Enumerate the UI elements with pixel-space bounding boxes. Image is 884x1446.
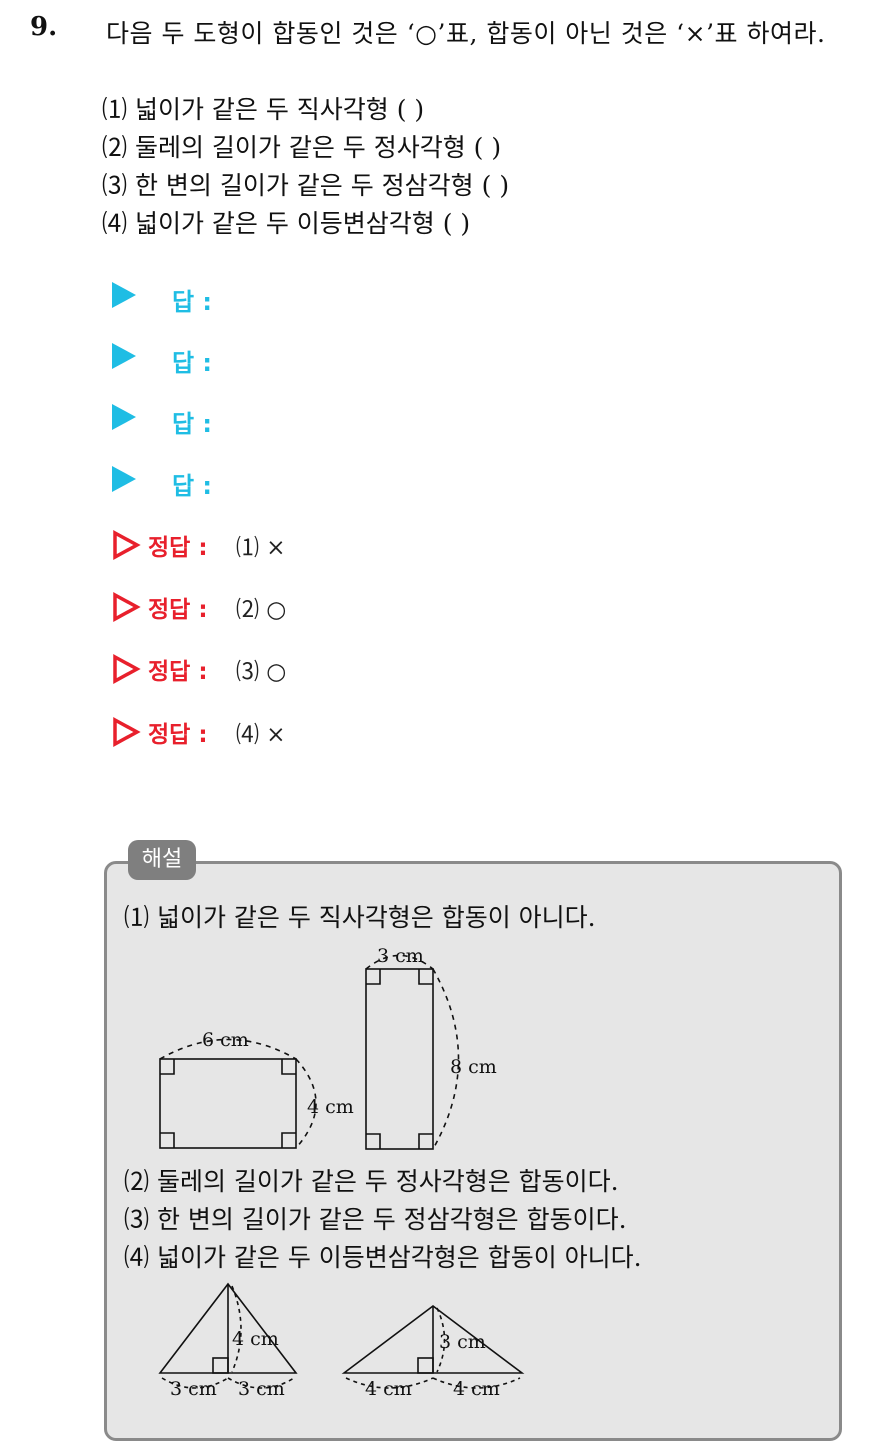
question-item-4: ⑷ 넓이가 같은 두 이등변삼각형 ( ): [102, 209, 471, 238]
tri2-right-label: 4 cm: [453, 1378, 500, 1400]
outline-triangle-icon: [113, 717, 141, 747]
solution-value: ⑴ ×: [236, 535, 286, 561]
tri1-right-label: 3 cm: [238, 1378, 285, 1400]
rectangle-3x8-figure: [365, 954, 460, 1150]
solution-value: ⑷ ×: [236, 722, 286, 748]
solution-value: ⑶ ○: [236, 659, 287, 685]
explanation-line-3: ⑶ 한 변의 길이가 같은 두 정삼각형은 합동이다.: [124, 1205, 627, 1234]
tri1-left-label: 3 cm: [170, 1378, 217, 1400]
tri2-left-label: 4 cm: [365, 1378, 412, 1400]
question-item-2: ⑵ 둘레의 길이가 같은 두 정사각형 ( ): [102, 133, 502, 162]
rect2-height-label: 8 cm: [450, 1056, 497, 1078]
play-triangle-icon: [112, 404, 136, 430]
answer-label: 답 :: [172, 288, 213, 316]
outline-triangle-icon: [113, 530, 141, 560]
rect1-height-label: 4 cm: [307, 1096, 354, 1118]
tri1-height-label: 4 cm: [232, 1328, 279, 1350]
rect2-width-label: 3 cm: [377, 945, 424, 967]
question-text: 다음 두 도형이 합동인 것은 ‘○’표, 합동이 아닌 것은 ‘×’표 하여라…: [106, 19, 826, 48]
solution-value: ⑵ ○: [236, 597, 287, 623]
explanation-box: [104, 861, 842, 1441]
rect1-width-label: 6 cm: [202, 1029, 249, 1051]
explanation-line-4: ⑷ 넓이가 같은 두 이등변삼각형은 합동이 아니다.: [124, 1243, 642, 1272]
explanation-line-1: ⑴ 넓이가 같은 두 직사각형은 합동이 아니다.: [124, 903, 596, 932]
solution-label: 정답 :: [148, 597, 208, 623]
play-triangle-icon: [112, 466, 136, 492]
play-triangle-icon: [112, 343, 136, 369]
play-triangle-icon: [112, 282, 136, 308]
question-number: 9.: [30, 12, 58, 42]
answer-row-1[interactable]: 답 :: [112, 282, 212, 316]
outline-triangle-icon: [113, 654, 141, 684]
answer-label: 답 :: [172, 410, 213, 438]
solution-label: 정답 :: [148, 535, 208, 561]
answer-row-2[interactable]: 답 :: [112, 343, 212, 377]
solution-label: 정답 :: [148, 659, 208, 685]
answer-row-4[interactable]: 답 :: [112, 466, 212, 500]
explanation-tab: 해설: [128, 840, 196, 880]
answer-row-3[interactable]: 답 :: [112, 404, 212, 438]
question-item-3: ⑶ 한 변의 길이가 같은 두 정삼각형 ( ): [102, 171, 510, 200]
answer-label: 답 :: [172, 472, 213, 500]
rectangle-6x4-figure: [159, 1038, 317, 1149]
outline-triangle-icon: [113, 592, 141, 622]
tri2-height-label: 3 cm: [439, 1331, 486, 1353]
question-item-1: ⑴ 넓이가 같은 두 직사각형 ( ): [102, 95, 425, 124]
triangle-2-figure: [341, 1304, 525, 1389]
solution-label: 정답 :: [148, 722, 208, 748]
answer-label: 답 :: [172, 349, 213, 377]
explanation-line-2: ⑵ 둘레의 길이가 같은 두 정사각형은 합동이다.: [124, 1167, 619, 1196]
triangle-1-figure: [158, 1282, 298, 1389]
